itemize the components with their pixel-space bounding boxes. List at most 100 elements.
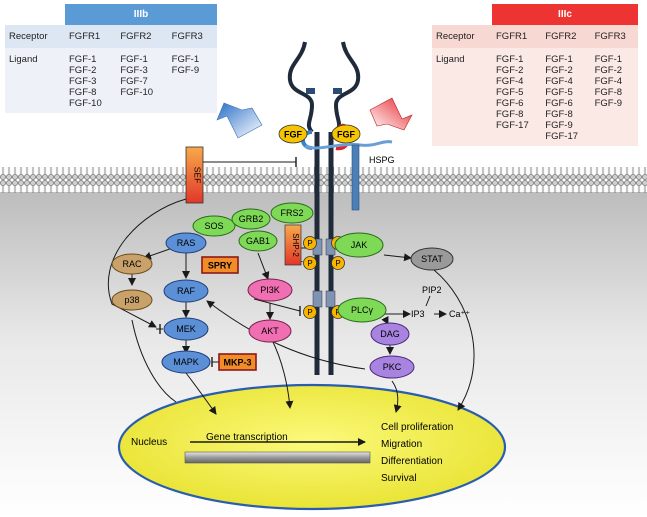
receptor-cell: FGFR2 xyxy=(120,31,152,42)
frs2-label: FRS2 xyxy=(280,208,303,218)
calcium-label: Ca⁺⁺ xyxy=(449,309,470,319)
receptor-cell: FGFR3 xyxy=(594,31,626,42)
ligand: FGF-10 xyxy=(120,87,154,98)
ras-label: RAS xyxy=(177,238,196,248)
stat-label: STAT xyxy=(421,254,443,264)
gab1-node xyxy=(238,230,278,252)
iiib-table: IIIb Receptor FGFR1 FGFR2 FGFR3 Ligand F… xyxy=(5,4,217,113)
ligand: FGF-2 xyxy=(496,65,524,76)
ligand: FGF-1 xyxy=(496,54,524,65)
ligand: FGF-8 xyxy=(69,87,97,98)
phosphate-label: P xyxy=(335,259,340,268)
ligand-cell: FGF-1 FGF-3 FGF-7 FGF-10 xyxy=(116,48,167,113)
dna-bar xyxy=(184,451,371,464)
fgf-ligand-right xyxy=(331,124,361,144)
ligand-cell: FGF-1 FGF-2 FGF-3 FGF-8 FGF-10 xyxy=(65,48,116,113)
ligand: FGF-4 xyxy=(545,76,573,87)
spry-label: SPRY xyxy=(208,261,232,271)
ligand: FGF-5 xyxy=(545,87,573,98)
sos-label: SOS xyxy=(204,221,223,231)
ligand: FGF-2 xyxy=(545,65,573,76)
gene-transcription-label: Gene transcription xyxy=(206,432,288,443)
shp2-protein xyxy=(284,224,302,266)
ligand: FGF-8 xyxy=(496,109,524,120)
nucleus xyxy=(117,383,507,511)
ligand: FGF-5 xyxy=(496,87,524,98)
receptor-cell: FGFR2 xyxy=(545,31,577,42)
pi3k-node xyxy=(247,278,293,302)
ligand-cell: FGF-1 FGF-2 FGF-4 FGF-5 FGF-6 FGF-8 FGF-… xyxy=(541,48,590,146)
ligand: FGF-3 xyxy=(120,65,148,76)
pkc-node xyxy=(369,355,415,379)
iiic-table: IIIc Receptor FGFR1 FGFR2 FGFR3 Ligand F… xyxy=(432,4,638,146)
gab1-label: GAB1 xyxy=(246,236,270,246)
fgf-label: FGF xyxy=(337,130,355,140)
mapk-node xyxy=(161,350,211,374)
akt-node xyxy=(248,319,292,343)
akt-label: AKT xyxy=(261,326,279,336)
ip3-label: IP3 xyxy=(411,309,425,319)
ligand: FGF-1 xyxy=(120,54,148,65)
ras-node xyxy=(165,232,207,254)
sef-label: SEF xyxy=(193,167,203,184)
raf-node xyxy=(163,279,209,303)
ligand: FGF-17 xyxy=(545,131,579,142)
phosphate xyxy=(303,256,317,270)
mkp3-protein xyxy=(218,353,257,371)
sos-node xyxy=(192,215,236,237)
row-label: Receptor xyxy=(436,31,475,42)
phosphate-label: P xyxy=(307,308,312,317)
dag-label: DAG xyxy=(380,329,400,339)
row-label: Ligand xyxy=(9,54,38,65)
ligand: FGF-9 xyxy=(594,98,623,109)
iiib-arrow xyxy=(216,102,263,139)
pkc-label: PKC xyxy=(383,362,402,372)
raf-label: RAF xyxy=(177,286,196,296)
ligand: FGF-2 xyxy=(594,65,623,76)
receptor-cell: FGFR1 xyxy=(496,31,528,42)
ligand-cell: FGF-1 FGF-2 FGF-4 FGF-5 FGF-6 FGF-8 FGF-… xyxy=(492,48,541,146)
ligand: FGF-8 xyxy=(594,87,623,98)
heparan-sulfate xyxy=(304,140,393,150)
ligand: FGF-9 xyxy=(545,120,573,131)
ligand: FGF-6 xyxy=(496,98,524,109)
ligand: FGF-2 xyxy=(69,65,97,76)
pi3k-label: PI3K xyxy=(260,285,280,295)
p38-node xyxy=(111,289,153,311)
receptor-cell: FGFR3 xyxy=(171,31,203,42)
ligand: FGF-4 xyxy=(594,76,623,87)
phosphate xyxy=(331,256,345,270)
ligand: FGF-1 xyxy=(69,54,97,65)
outcome-label: Survival xyxy=(381,473,417,484)
fgf-ligand-left xyxy=(278,124,308,144)
ligand: FGF-4 xyxy=(496,76,524,87)
ligand: FGF-17 xyxy=(496,120,529,131)
phosphate xyxy=(303,236,317,250)
dag-node xyxy=(370,322,410,346)
stat-node xyxy=(410,247,454,271)
frs2-node xyxy=(270,202,314,224)
mapk-label: MAPK xyxy=(173,357,199,367)
jak-label: JAK xyxy=(351,240,368,250)
iiic-header: IIIc xyxy=(492,4,638,25)
ligand: FGF-9 xyxy=(171,65,200,76)
ligand-cell: FGF-1 FGF-9 xyxy=(168,48,217,113)
ligand: FGF-1 xyxy=(171,54,200,65)
outcome-label: Migration xyxy=(381,439,422,450)
ligand: FGF-10 xyxy=(69,98,102,109)
spry-protein xyxy=(201,256,239,274)
jak-node xyxy=(334,232,384,258)
row-label: Receptor xyxy=(9,31,48,42)
mek-label: MEK xyxy=(176,324,196,334)
rac-label: RAC xyxy=(122,259,142,269)
ligand: FGF-7 xyxy=(120,76,148,87)
hspg-core xyxy=(351,144,360,211)
fgf-receptor-dimer xyxy=(287,41,361,375)
iiic-arrow xyxy=(369,97,413,131)
phosphate xyxy=(303,305,317,319)
sef-protein xyxy=(185,146,204,204)
grb2-node xyxy=(231,208,271,230)
ligand-cell: FGF-1 FGF-2 FGF-4 FGF-8 FGF-9 xyxy=(591,48,638,146)
nodes xyxy=(111,202,454,379)
